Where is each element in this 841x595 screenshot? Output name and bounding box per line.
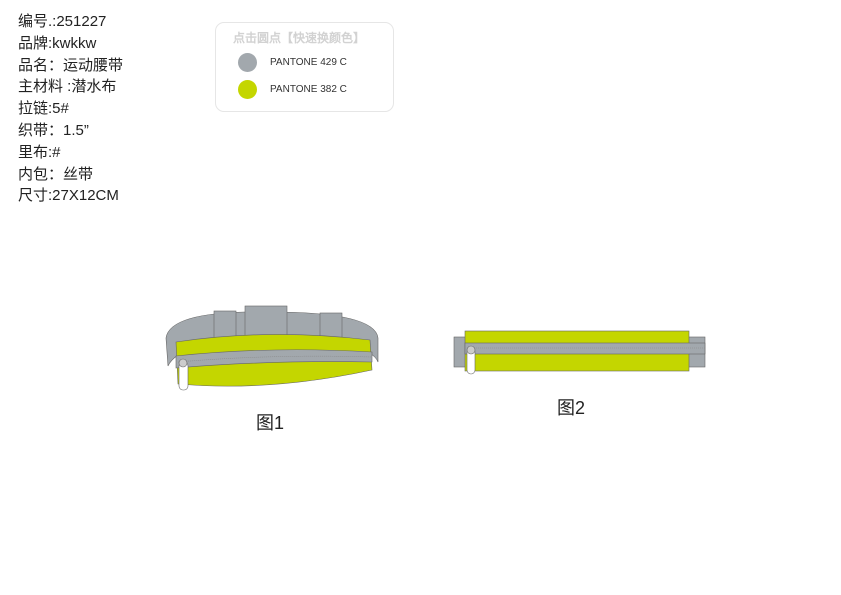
spec-line: 织带：1.5” <box>18 121 89 139</box>
palette-title: 点击圆点【快速换颜色】 <box>233 31 366 45</box>
swatch-pantone-429c[interactable]: PANTONE 429 C <box>238 53 347 72</box>
spec-line: 里布:# <box>18 143 61 161</box>
swatch-label: PANTONE 429 C <box>270 57 347 68</box>
swatch-pantone-382c[interactable]: PANTONE 382 C <box>238 80 347 99</box>
spec-line: 尺寸:27X12CM <box>18 187 119 205</box>
color-dot[interactable] <box>238 80 257 99</box>
belt-figure-2 <box>453 330 706 375</box>
swatch-label: PANTONE 382 C <box>270 84 347 95</box>
color-palette-card: 点击圆点【快速换颜色】 PANTONE 429 C PANTONE 382 C <box>215 22 394 112</box>
spec-line: 编号.:251227 <box>18 13 107 30</box>
spec-line: 品牌:kwkkw <box>18 34 97 52</box>
spec-line: 内包：丝带 <box>18 165 94 183</box>
spec-list: 编号.:251227 品牌:kwkkw 品名：运动腰带 主材料 :潜水布 拉链:… <box>18 11 123 207</box>
spec-line: 品名：运动腰带 <box>18 56 124 74</box>
figure-1-caption: 图1 <box>256 413 285 433</box>
figure-2-caption: 图2 <box>557 398 586 418</box>
spec-line: 主材料 :潜水布 <box>18 78 117 96</box>
spec-line: 拉链:5# <box>18 100 69 118</box>
belt-figure-1 <box>165 305 379 391</box>
color-dot[interactable] <box>238 53 257 72</box>
